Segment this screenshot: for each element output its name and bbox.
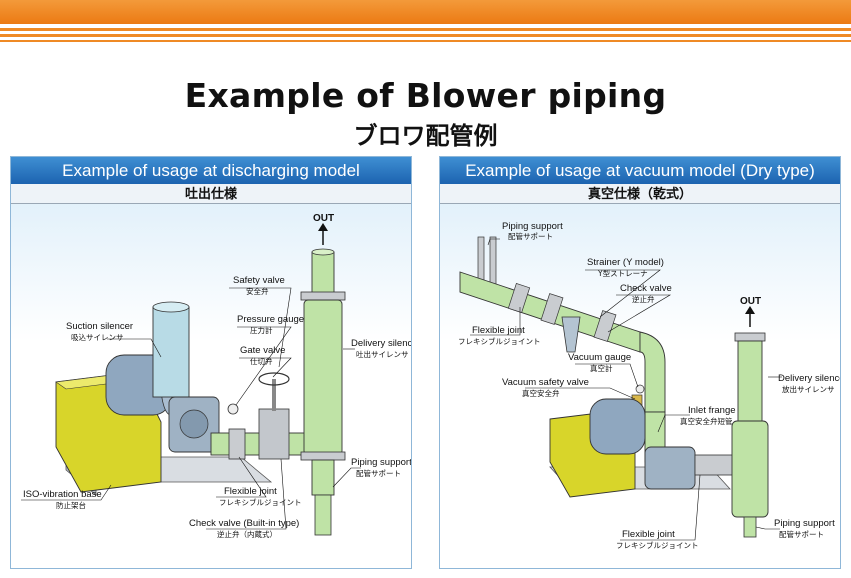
label-piping-support: Piping support [351, 457, 411, 468]
stripe-1 [0, 28, 851, 31]
vac-label-vacuum-gauge-jp: 真空計 [590, 363, 613, 373]
strainer [561, 316, 581, 353]
label-check-valve: Check valve (Built-in type) [189, 518, 299, 529]
top-banner [0, 0, 851, 44]
pressure-gauge-icon [227, 403, 239, 415]
vacuum-blower [644, 446, 696, 490]
blower-body [168, 396, 220, 453]
label-suction-silencer-jp: 吸込サイレンサ [71, 333, 124, 342]
vacuum-heading: Example of usage at vacuum model (Dry ty… [440, 157, 840, 184]
page-subtitle: ブロワ配管例 [353, 123, 498, 150]
vac-label-delivery-silencer-jp: 放出サイレンサ [782, 384, 835, 394]
vacuum-out-arrow-icon [745, 306, 755, 327]
label-gate-valve-jp: 仕切弁 [250, 356, 273, 366]
label-pressure-gauge: Pressure gauge [237, 314, 304, 325]
label-gate-valve: Gate valve [240, 345, 285, 356]
vacuum-out-label: OUT [740, 296, 761, 307]
page-title: Example of Blower piping [184, 76, 667, 115]
vacuum-delivery-silencer [731, 332, 769, 538]
vacuum-panel: Example of usage at vacuum model (Dry ty… [439, 156, 841, 569]
vac-label-flexible-joint-bottom: Flexible joint [622, 529, 675, 540]
vac-label-vacuum-safety-valve: Vacuum safety valve [502, 377, 589, 388]
vac-label-piping-support-bottom: Piping support [774, 518, 835, 529]
vacuum-gauge-icon [635, 384, 645, 394]
vac-label-vacuum-gauge: Vacuum gauge [568, 352, 631, 363]
gate-valve [258, 372, 290, 460]
label-flexible-joint: Flexible joint [224, 486, 277, 497]
discharge-panel: Example of usage at discharging model 吐出… [10, 156, 412, 569]
vac-label-flexible-joint-top: Flexible joint [472, 325, 525, 336]
label-delivery-silencer: Delivery silencer [351, 338, 411, 349]
suction-silencer [152, 301, 190, 398]
vacuum-diagram: OUT Piping support 配管サポート Strainer (Y mo… [458, 221, 840, 550]
label-safety-valve: Safety valve [233, 275, 285, 286]
discharge-diagram: OUT Suction silencer 吸込サイレンサ Safety valv… [21, 213, 411, 539]
vac-label-check-valve-jp: 逆止弁 [632, 294, 655, 304]
discharge-heading: Example of usage at discharging model [11, 157, 411, 184]
vacuum-subheading: 真空仕様（乾式） [440, 184, 840, 204]
label-pressure-gauge-jp: 圧力計 [250, 325, 273, 335]
orange-band [0, 0, 851, 24]
out-arrow-icon [318, 223, 328, 245]
label-delivery-silencer-jp: 吐出サイレンサ [356, 349, 409, 359]
vac-label-piping-support-top-jp: 配管サポート [508, 231, 553, 241]
vac-label-strainer: Strainer (Y model) [587, 257, 664, 268]
vac-label-flexible-joint-bottom-jp: フレキシブルジョイント [616, 540, 699, 550]
label-iso-vibration-base-jp: 防止架台 [56, 500, 86, 510]
vac-label-inlet-frange-jp: 真空安全弁短管 [680, 416, 733, 426]
out-label: OUT [313, 213, 334, 224]
vac-label-vacuum-safety-valve-jp: 真空安全弁 [522, 388, 560, 398]
vac-label-inlet-frange: Inlet frange [688, 405, 736, 416]
vac-label-flexible-joint-top-jp: フレキシブルジョイント [458, 336, 541, 346]
stripe-2 [0, 34, 851, 37]
label-iso-vibration-base: ISO-vibration base [23, 489, 102, 500]
delivery-silencer [300, 248, 346, 536]
discharge-pipe [210, 428, 307, 460]
vac-label-strainer-jp: Y型ストレーナ [597, 269, 648, 278]
vacuum-motor [589, 398, 646, 455]
label-piping-support-jp: 配管サポート [356, 468, 401, 478]
label-safety-valve-jp: 安全弁 [246, 286, 269, 296]
label-check-valve-jp: 逆止弁（内蔵式） [217, 529, 277, 539]
discharge-subheading: 吐出仕様 [11, 184, 411, 204]
label-suction-silencer: Suction silencer [66, 321, 133, 332]
vac-label-check-valve: Check valve [620, 283, 672, 294]
outlet-flex [694, 454, 736, 476]
vac-label-delivery-silencer: Delivery silencer [778, 373, 840, 384]
vac-label-piping-support-top: Piping support [502, 221, 563, 232]
label-flexible-joint-jp: フレキシブルジョイント [219, 497, 302, 507]
stripe-3 [0, 40, 851, 42]
vac-label-piping-support-bottom-jp: 配管サポート [779, 529, 824, 539]
